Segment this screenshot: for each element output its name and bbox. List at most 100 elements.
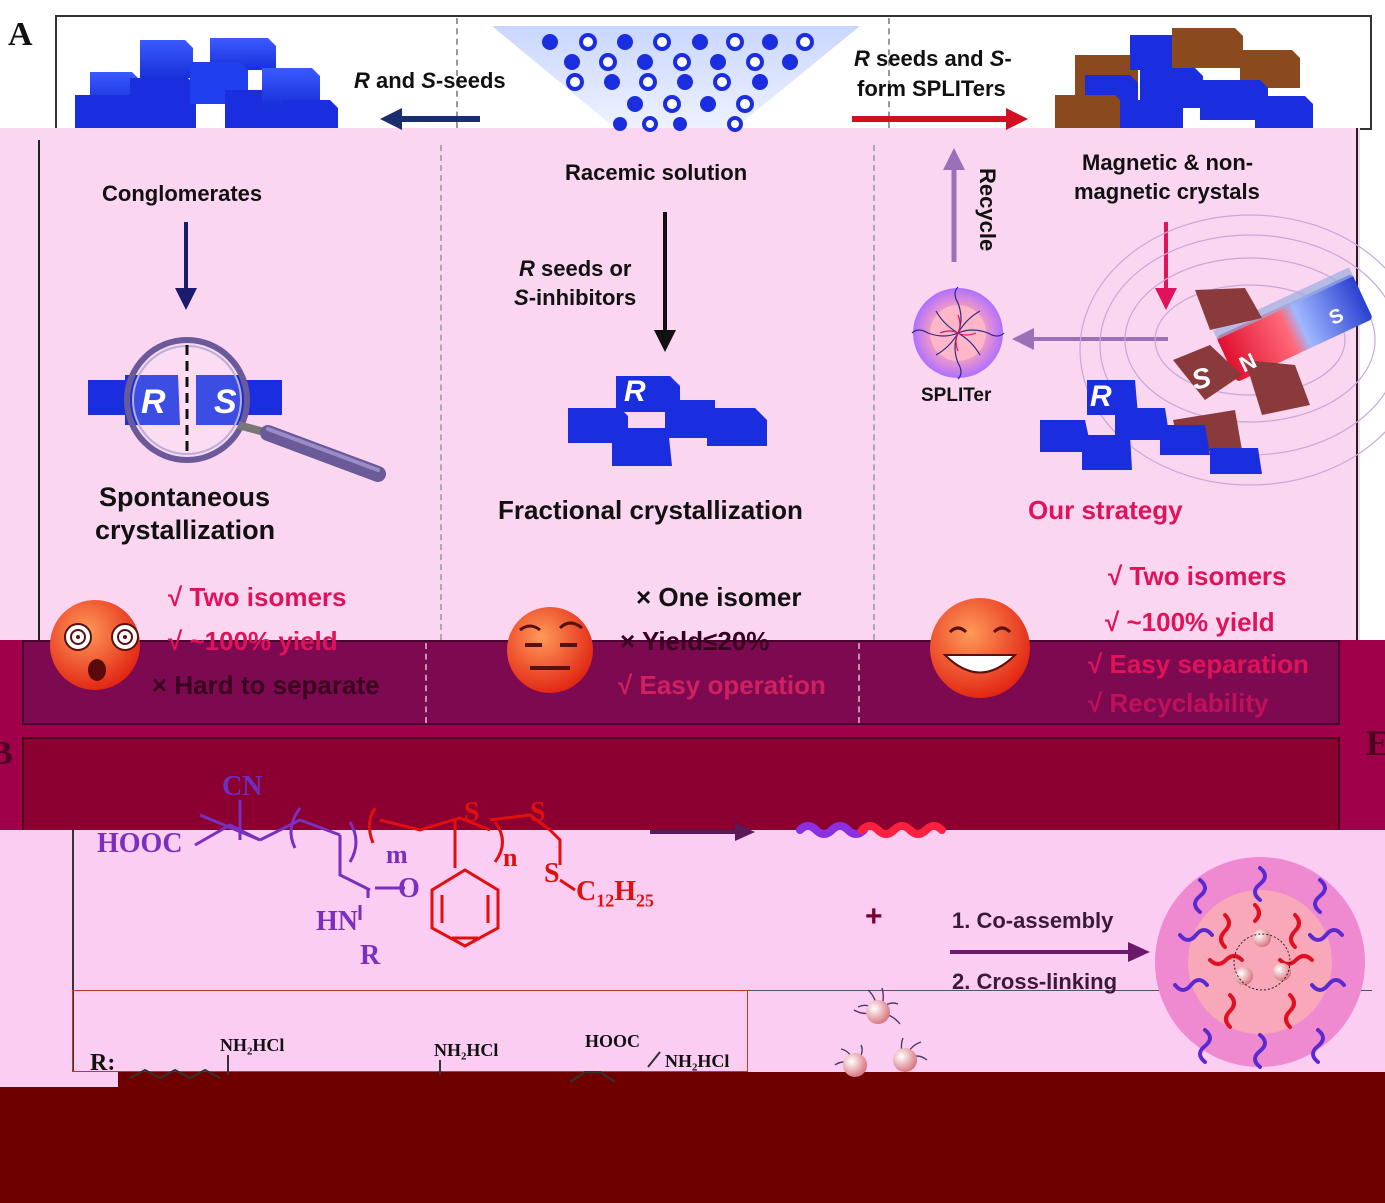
and-text: and — [369, 68, 422, 93]
col2-cross1: × One isomer — [636, 582, 802, 612]
chem-m: m — [386, 840, 408, 869]
recycle-arrow — [943, 148, 965, 262]
col1-check2: √ ~100% yield — [168, 626, 338, 656]
polymer-structure — [194, 800, 576, 948]
col3-check1: √ Two isomers — [1108, 561, 1287, 591]
col2-r-letter: R — [624, 375, 646, 408]
arrow-to-left — [380, 108, 480, 130]
arrow-down-col2 — [654, 212, 676, 352]
reaction-arrow-long — [950, 942, 1150, 962]
col3-title-line2: magnetic crystals — [1074, 179, 1260, 204]
chem-s2: S — [530, 797, 546, 828]
chem-nh2hcl-2: NH₂HCl — [434, 1040, 499, 1060]
panel-a-border-left — [38, 140, 40, 640]
panel-a-border-right — [1356, 128, 1358, 640]
col3-title-line1: Magnetic & non- — [1082, 150, 1254, 175]
reaction-arrow-short — [650, 823, 755, 841]
s-italic: S — [421, 68, 436, 93]
panel-label-e: E — [1366, 723, 1385, 763]
chem-c12h25: C12H25 — [576, 876, 654, 912]
panel-b-background — [0, 830, 1385, 1072]
blue-crystals-col3 — [1040, 380, 1262, 474]
blue-crystal-cluster-left — [75, 38, 338, 128]
chem-hooc: HOOC — [97, 828, 183, 859]
spliter-micelle — [1155, 857, 1365, 1069]
r-italic: R — [854, 46, 870, 71]
splite-particle-icon — [911, 286, 1005, 380]
chem-hn: HN — [316, 906, 358, 937]
chem-plus: + — [865, 900, 883, 933]
magnifier-icon — [124, 337, 386, 482]
r-italic: R — [519, 256, 535, 281]
col3-r-letter: R — [1090, 380, 1112, 413]
col2-seeds-line1: R seeds or — [519, 256, 632, 282]
col2-cross2: × Yield≤20% — [620, 626, 770, 656]
chem-s3: S — [544, 858, 560, 889]
arrow-to-right — [852, 108, 1028, 130]
chem-step1: 1. Co-assembly — [952, 908, 1114, 933]
c-text: C — [576, 876, 597, 907]
col3-splite-label: SPLITer — [921, 385, 992, 406]
r-group-structures — [129, 1051, 661, 1083]
col3-recycle-label: Recycle — [975, 168, 1000, 252]
chem-s1: S — [464, 797, 480, 828]
col1-caption-line2: crystallization — [95, 515, 276, 545]
h-text: H — [614, 876, 637, 907]
nanoparticle-cluster — [834, 987, 928, 1077]
dashed-separator — [425, 643, 427, 723]
chem-r: R — [360, 940, 381, 971]
seeds-text: -seeds — [435, 68, 506, 93]
col3-check3: √ Easy separation — [1088, 649, 1309, 679]
col1-s-letter: S — [214, 383, 237, 421]
block-copolymer-chain — [796, 822, 946, 838]
chem-step2: 2. Cross-linking — [952, 969, 1118, 994]
col3-check4: √ Recyclability — [1088, 688, 1269, 718]
panel-b-header-box — [22, 737, 1340, 832]
neutral-face-emoji — [507, 607, 593, 693]
dashed-separator — [858, 643, 860, 723]
r-group-box — [72, 990, 748, 1072]
seeds-and-text: seeds and — [869, 46, 990, 71]
s-italic: S — [514, 285, 529, 310]
dashed-separator — [888, 18, 890, 128]
col1-check1: √ Two isomers — [168, 582, 347, 612]
dashed-separator — [873, 145, 875, 640]
sub-12: 12 — [596, 890, 615, 911]
grinning-face-emoji — [930, 598, 1030, 698]
r-italic: R — [354, 68, 370, 93]
col3-strategy: Our strategy — [1028, 495, 1183, 525]
r-crystal-cluster-col2 — [568, 376, 767, 466]
col1-caption-line1: Spontaneous — [99, 482, 271, 512]
summary-bar — [22, 640, 1340, 725]
panel-b-frame-left — [72, 830, 74, 1072]
s-italic: S — [989, 46, 1005, 71]
brown-crystals-col3 — [1173, 288, 1310, 452]
chem-cn: CN — [222, 771, 263, 802]
inhibitors-text: -inhibitors — [528, 285, 637, 310]
col3-check2: √ ~100% yield — [1105, 607, 1275, 637]
chem-hooc-2: HOOC — [585, 1031, 641, 1051]
dizzy-face-emoji — [50, 600, 140, 690]
chem-r-label: R: — [90, 1050, 116, 1076]
panel-label-a: A — [8, 16, 33, 53]
sub-25: 25 — [636, 890, 655, 911]
dashed-separator — [440, 145, 442, 640]
chem-n: n — [503, 843, 518, 872]
dash-text: - — [1004, 46, 1012, 71]
col2-check1: √ Easy operation — [618, 670, 826, 700]
arrow-down-col3 — [1155, 222, 1177, 310]
col1-cross1: × Hard to separate — [152, 670, 380, 700]
col2-caption: Fractional crystallization — [498, 495, 803, 525]
brown-blue-crystal-cluster-right — [1055, 28, 1313, 128]
col1-r-letter: R — [141, 383, 166, 421]
col1-title: Conglomerates — [102, 181, 263, 206]
arrow-down-col1 — [175, 222, 197, 310]
chem-nh2hcl-3: NH₂HCl — [665, 1051, 730, 1071]
chem-nh2hcl-1: NH₂HCl — [220, 1035, 285, 1055]
col2-title: Racemic solution — [565, 160, 748, 185]
chem-o: O — [398, 873, 420, 904]
funnel-racemic-solution — [492, 26, 860, 132]
seeds-or-text: seeds or — [534, 256, 632, 281]
col2-seeds-line2: S-inhibitors — [514, 285, 636, 311]
